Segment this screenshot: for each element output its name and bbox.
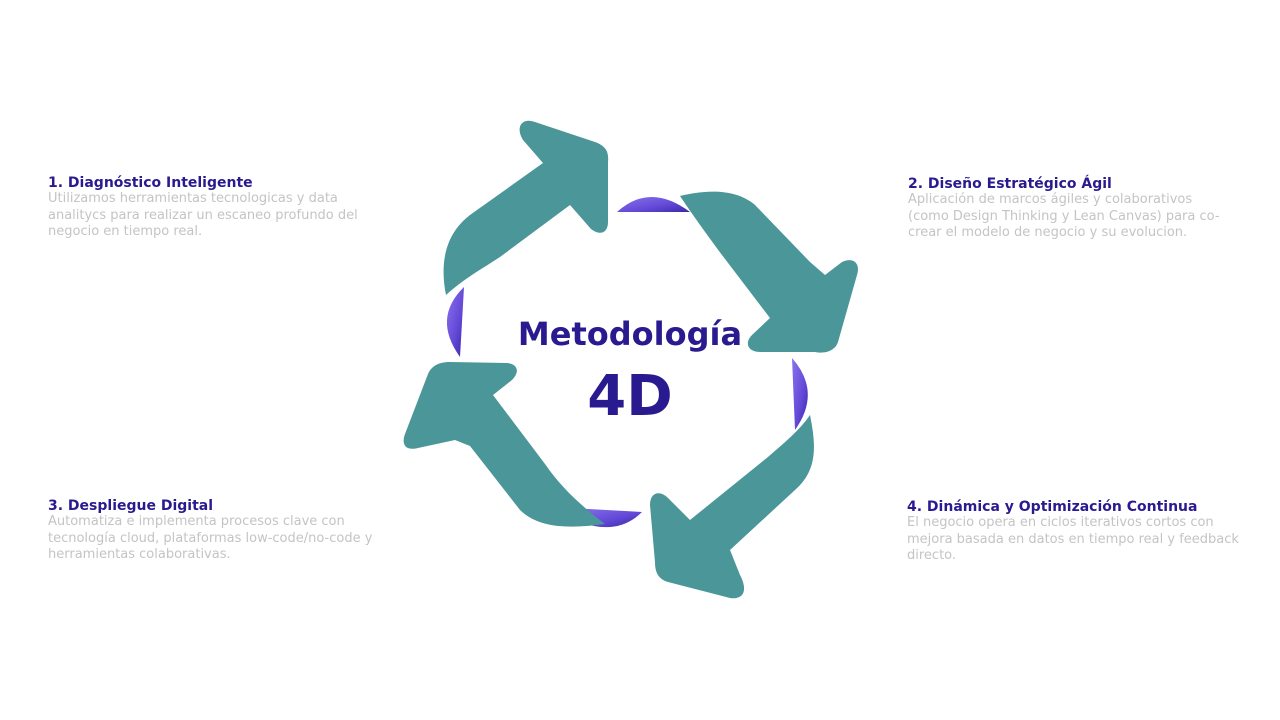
step-1-title: 1. Diagnóstico Inteligente (48, 175, 253, 191)
arrow-2 (680, 191, 858, 353)
center-subtitle: 4D (587, 364, 673, 429)
step-1: 1. Diagnóstico Inteligente Utilizamos he… (48, 175, 368, 241)
arrow-1 (443, 120, 609, 295)
step-4-description: El negocio opera en ciclos iterativos co… (907, 515, 1239, 563)
connector-right (792, 358, 808, 430)
connector-left (446, 287, 464, 357)
step-2-title: 2. Diseño Estratégico Ágil (908, 176, 1112, 192)
step-3: 3. Despliegue Digital Automatiza e imple… (48, 498, 388, 564)
step-3-title: 3. Despliegue Digital (48, 498, 214, 514)
step-4-title: 4. Dinámica y Optimización Continua (907, 499, 1198, 515)
center-title: Metodología (517, 315, 743, 353)
step-2-description: Aplicación de marcos ágiles y colaborati… (908, 192, 1220, 240)
arrow-3 (650, 415, 814, 599)
step-4: 4. Dinámica y Optimización Continua El n… (907, 499, 1247, 565)
arrow-4 (403, 362, 605, 527)
step-3-description: Automatiza e implementa procesos clave c… (48, 514, 373, 562)
step-1-description: Utilizamos herramientas tecnologicas y d… (48, 191, 358, 239)
step-2: 2. Diseño Estratégico Ágil Aplicación de… (908, 176, 1228, 242)
connector-top (617, 197, 690, 212)
